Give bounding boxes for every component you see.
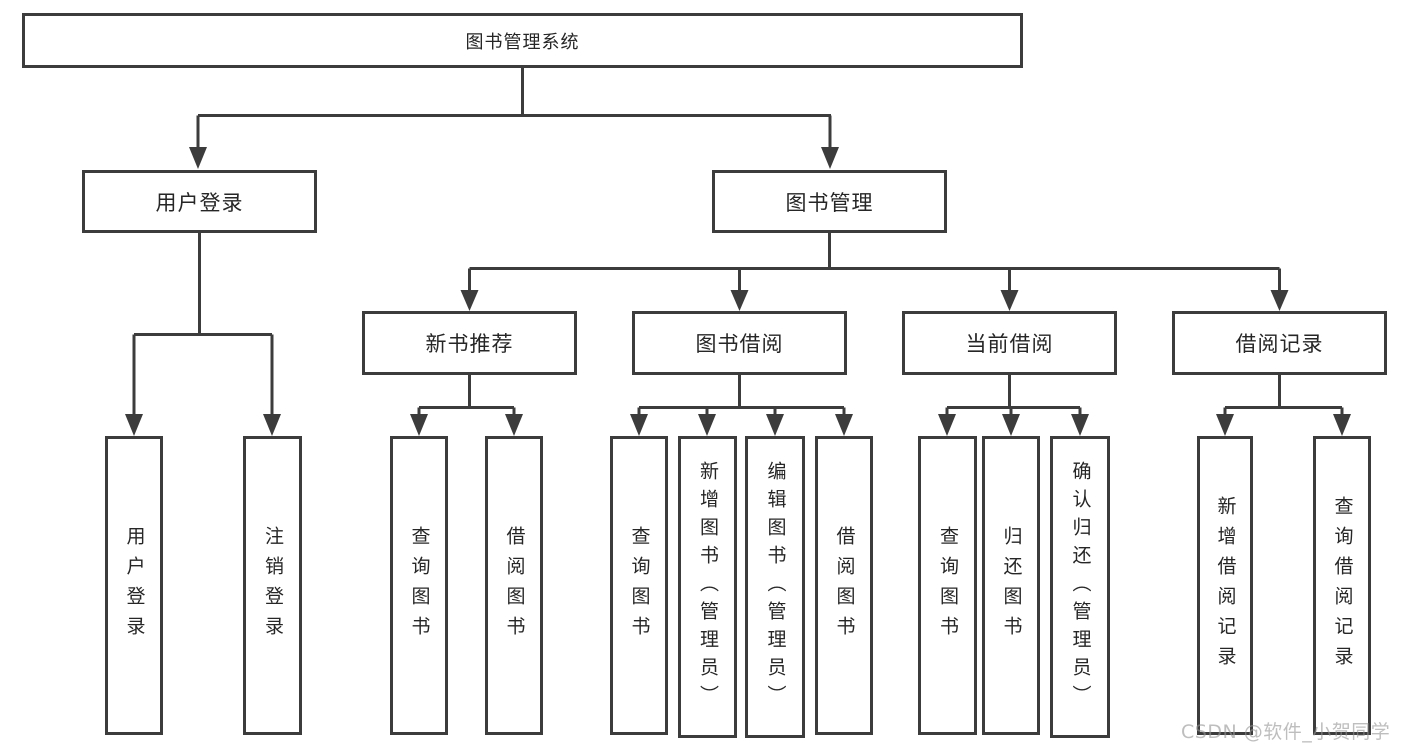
node-current-borrow: 当前借阅 <box>902 311 1117 375</box>
node-label: 当前借阅 <box>965 332 1054 356</box>
node-label: 借阅图书 <box>833 525 856 646</box>
node-label: 归还图书 <box>1000 525 1023 646</box>
node-label: 用户登录 <box>123 525 146 646</box>
node-library-management-system: 图书管理系统 <box>22 13 1023 68</box>
node-label: 图书借阅 <box>695 332 784 356</box>
node-book-management: 图书管理 <box>712 170 947 233</box>
leaf-add-book-admin: 新增图书（管理员） <box>678 436 737 738</box>
node-label: 图书管理 <box>785 190 874 215</box>
node-label: 新增借阅记录 <box>1214 495 1237 676</box>
node-label: 注销登录 <box>262 525 284 646</box>
leaf-borrow-book: 借阅图书 <box>815 436 873 735</box>
node-label: 借阅记录 <box>1235 332 1324 356</box>
node-borrow-records: 借阅记录 <box>1172 311 1387 375</box>
node-label: 新增图书（管理员） <box>697 461 719 713</box>
node-label: 用户登录 <box>155 190 244 215</box>
node-new-book-recommend: 新书推荐 <box>362 311 577 375</box>
csdn-watermark: CSDN @软件_小贺同学 <box>1181 721 1391 743</box>
node-label: 查询借阅记录 <box>1331 495 1354 676</box>
node-label: 确认归还（管理员） <box>1069 461 1092 713</box>
leaf-query-borrow-record: 查询借阅记录 <box>1313 436 1371 735</box>
leaf-add-borrow-record: 新增借阅记录 <box>1197 436 1253 735</box>
leaf-confirm-return-admin: 确认归还（管理员） <box>1050 436 1110 738</box>
leaf-logout: 注销登录 <box>243 436 302 735</box>
leaf-edit-book-admin: 编辑图书（管理员） <box>745 436 805 738</box>
node-label: 编辑图书（管理员） <box>764 461 787 713</box>
leaf-query-book-current: 查询图书 <box>918 436 977 735</box>
node-label: 查询图书 <box>937 525 959 646</box>
node-label: 查询图书 <box>628 525 651 646</box>
leaf-query-book-recommend: 查询图书 <box>390 436 448 735</box>
node-label: 借阅图书 <box>503 525 526 646</box>
arrow-down-icons <box>125 147 1351 436</box>
node-label: 查询图书 <box>408 525 431 646</box>
node-label: 新书推荐 <box>425 332 514 356</box>
node-user-login: 用户登录 <box>82 170 317 233</box>
leaf-return-book: 归还图书 <box>982 436 1040 735</box>
node-label: 图书管理系统 <box>465 31 580 53</box>
leaf-user-login: 用户登录 <box>105 436 163 735</box>
node-book-borrow: 图书借阅 <box>632 311 847 375</box>
leaf-query-book-borrow: 查询图书 <box>610 436 668 735</box>
leaf-borrow-book-recommend: 借阅图书 <box>485 436 543 735</box>
